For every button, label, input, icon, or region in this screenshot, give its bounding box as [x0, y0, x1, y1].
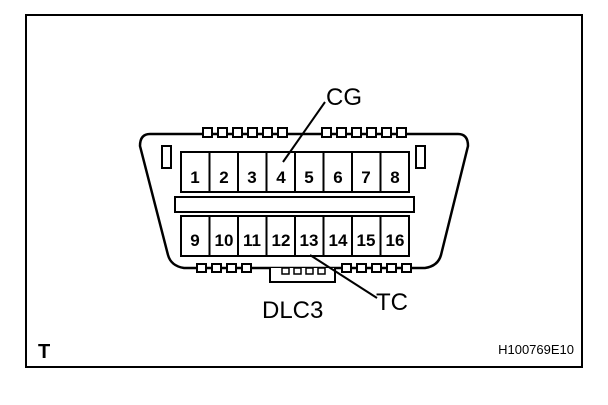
cg-leader-line	[282, 101, 326, 163]
pin-4-label: 4	[276, 168, 286, 187]
pin-2-label: 2	[219, 168, 228, 187]
left-latch-slot	[161, 145, 172, 169]
top-key-teeth	[202, 127, 407, 138]
pin-14-label: 14	[329, 231, 348, 250]
pin-12-label: 12	[272, 231, 291, 250]
pin-16-label: 16	[386, 231, 405, 250]
bottom-center-key-teeth	[281, 267, 326, 275]
right-latch-slot	[415, 145, 426, 169]
top-pin-dividers	[208, 152, 382, 192]
pin-7-label: 7	[361, 168, 370, 187]
top-row-pin-numbers: 1 2 3 4 5 6 7 8	[190, 168, 399, 187]
pin-3-label: 3	[247, 168, 256, 187]
pin-1-label: 1	[190, 168, 199, 187]
corner-label: T	[38, 341, 50, 363]
tc-label: TC	[376, 289, 408, 316]
tc-leader-line	[309, 254, 378, 299]
figure-id: H100769E10	[498, 342, 574, 357]
pin-15-label: 15	[357, 231, 376, 250]
center-separator-bar	[174, 196, 415, 213]
pin-13-label: 13	[300, 231, 319, 250]
bottom-key-teeth	[196, 263, 412, 273]
pin-6-label: 6	[333, 168, 342, 187]
figure-frame	[25, 14, 583, 368]
pin-11-label: 11	[243, 231, 261, 250]
bottom-row-pin-numbers: 9 10 11 12 13 14 15 16	[190, 231, 404, 250]
pin-8-label: 8	[390, 168, 399, 187]
dlc3-label: DLC3	[262, 297, 323, 324]
pin-9-label: 9	[190, 231, 199, 250]
cg-label: CG	[326, 84, 362, 111]
pin-5-label: 5	[304, 168, 313, 187]
bottom-pin-dividers	[208, 216, 382, 256]
pin-10-label: 10	[215, 231, 234, 250]
